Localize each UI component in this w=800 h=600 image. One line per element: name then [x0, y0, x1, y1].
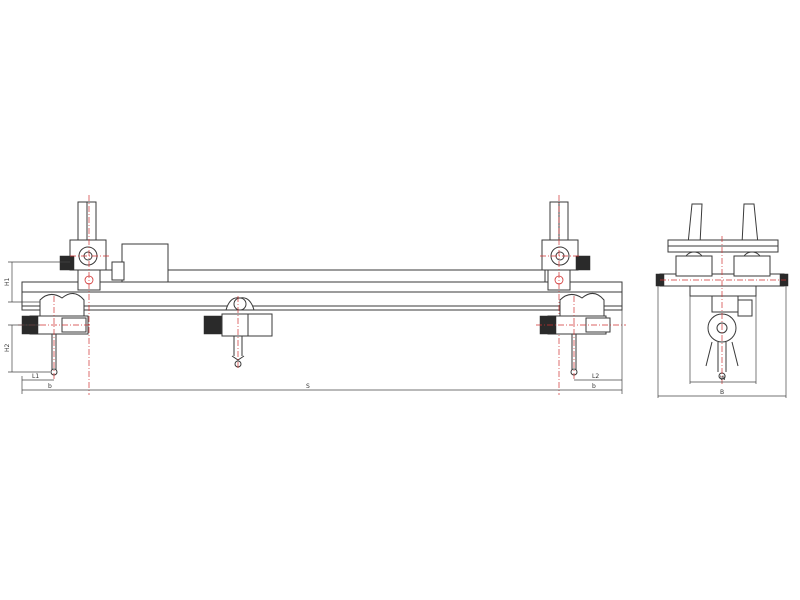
B-label: B — [720, 389, 724, 396]
h1-label: H1 — [4, 277, 11, 286]
side-carriage — [655, 251, 789, 287]
left-end-hoist — [18, 293, 90, 380]
left-end-truck — [59, 195, 110, 395]
right-end-truck — [540, 195, 591, 395]
l1-label: L1 — [32, 373, 39, 380]
b-right-label: b — [592, 383, 596, 390]
control-box — [111, 243, 169, 283]
side-hoist — [689, 236, 757, 384]
right-end-hoist — [536, 293, 626, 380]
front-view: H1 H2 L1 b S b L2 — [4, 195, 626, 395]
front-dimensions: H1 H2 L1 b S b L2 — [4, 261, 623, 394]
side-dimensions: W B — [657, 286, 787, 398]
h2-label: H2 — [4, 343, 11, 352]
side-view: W B — [655, 203, 789, 398]
b-left-label: b — [48, 383, 52, 390]
center-hoist — [203, 296, 273, 370]
side-brackets — [667, 203, 779, 253]
span-label: S — [306, 383, 310, 390]
main-girder — [21, 281, 623, 311]
w-label: W — [720, 375, 726, 382]
l2-label: L2 — [592, 373, 599, 380]
